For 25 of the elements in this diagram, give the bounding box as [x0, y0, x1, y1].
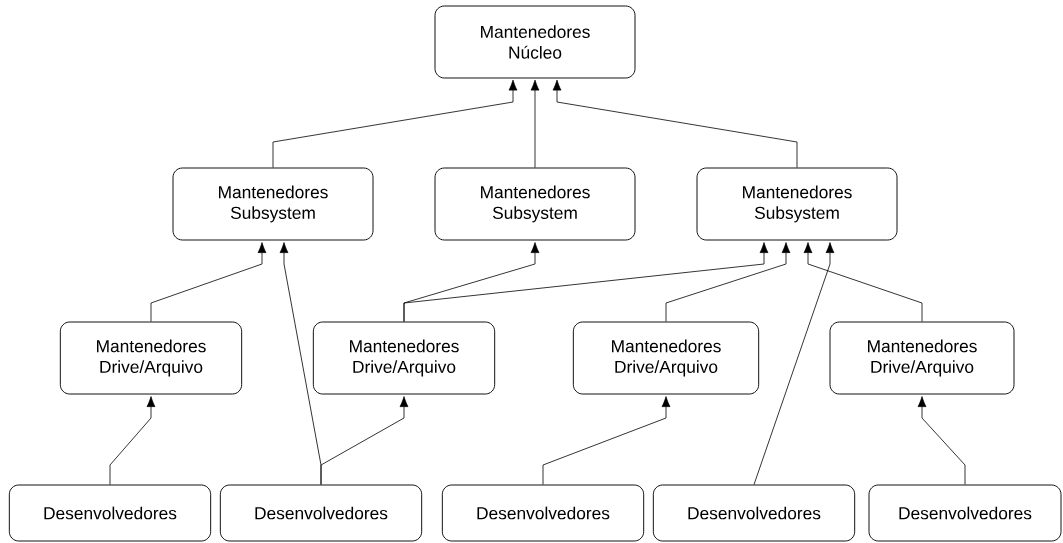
arrow: [803, 242, 923, 322]
role-box: Mantenedores Drive/Arquivo: [829, 321, 1015, 395]
arrow: [542, 396, 671, 485]
arrow: [403, 242, 769, 322]
role-box: Mantenedores Drive/Arquivo: [59, 321, 243, 395]
role-box: Mantenedores Drive/Arquivo: [572, 321, 760, 395]
arrow: [665, 242, 791, 322]
role-box: Mantenedores Drive/Arquivo: [312, 321, 496, 395]
role-box: Mantenedores Núcleo: [434, 5, 636, 79]
role-box: Mantenedores Subsystem: [434, 167, 636, 241]
arrow: [272, 79, 518, 168]
role-box: Desenvolvedores: [868, 484, 1062, 542]
arrow: [917, 396, 966, 485]
arrow: [753, 242, 835, 485]
role-box: Mantenedores Subsystem: [696, 167, 898, 241]
role-box: Desenvolvedores: [219, 484, 423, 542]
arrow: [320, 396, 409, 485]
arrow: [530, 79, 540, 168]
role-box: Mantenedores Subsystem: [172, 167, 374, 241]
role-box: Desenvolvedores: [441, 484, 645, 542]
role-box: Desenvolvedores: [8, 484, 212, 542]
arrow: [552, 79, 798, 168]
arrow: [150, 242, 267, 322]
role-box: Desenvolvedores: [652, 484, 856, 542]
arrow: [109, 396, 156, 485]
